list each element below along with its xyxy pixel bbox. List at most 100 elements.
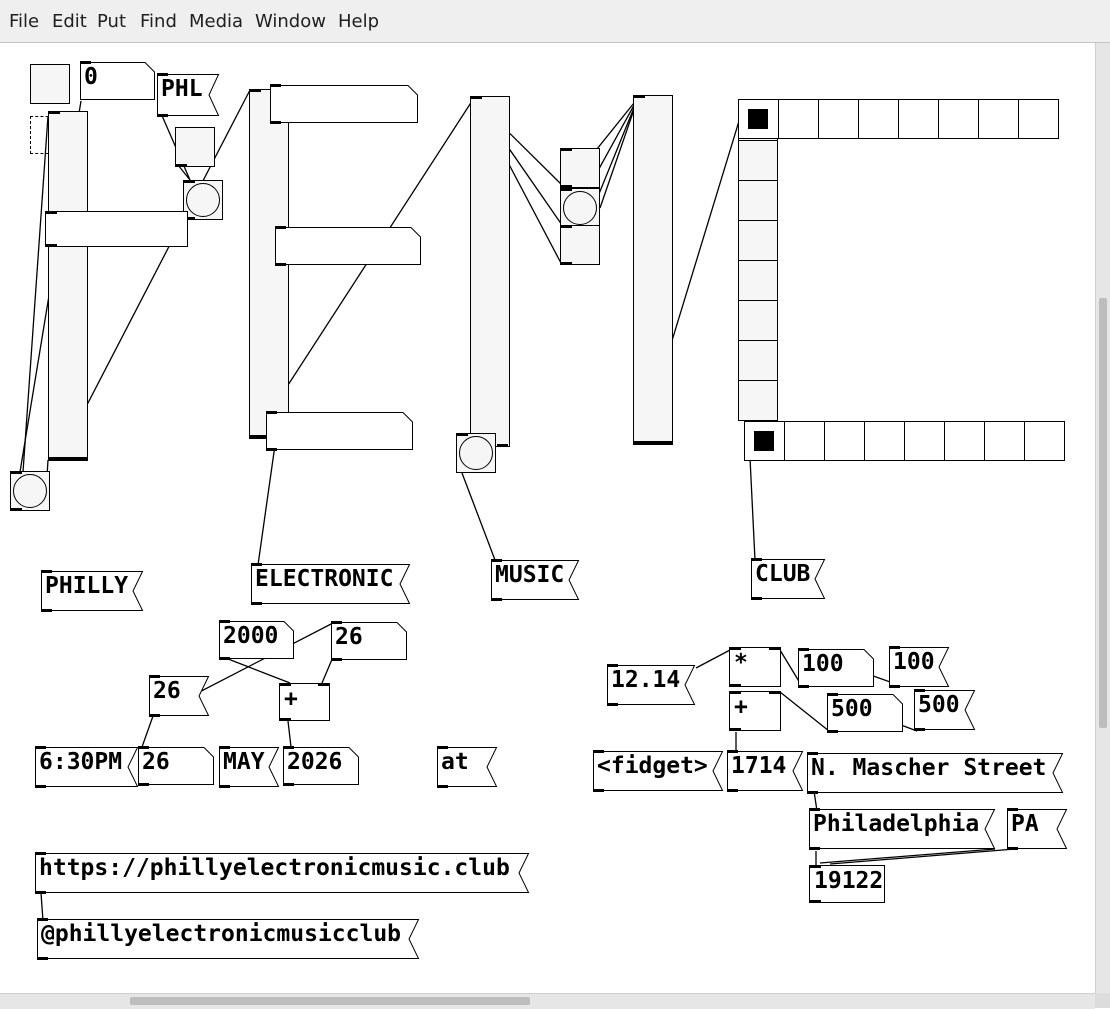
message-12-14[interactable]: 12.14	[607, 664, 696, 706]
toggle[interactable]	[560, 148, 600, 188]
radio-cell[interactable]	[738, 140, 778, 181]
menu-window[interactable]: Window	[255, 11, 326, 32]
menu-media[interactable]: Media	[189, 11, 244, 32]
message-text: https://phillyelectronicmusic.club	[39, 855, 510, 881]
vslider-m-right[interactable]	[633, 95, 673, 445]
message-text: 100	[893, 649, 935, 675]
radio-cell[interactable]	[938, 99, 979, 139]
message-state[interactable]: PA	[1007, 808, 1068, 850]
radio-cell[interactable]	[738, 380, 778, 421]
radio-cell[interactable]	[744, 421, 785, 461]
menu-file[interactable]: File	[9, 11, 40, 32]
bang[interactable]	[10, 471, 50, 511]
message-url[interactable]: https://phillyelectronicmusic.club	[35, 852, 530, 894]
radio-cell[interactable]	[1024, 421, 1065, 461]
menu-edit[interactable]: Edit	[52, 11, 87, 32]
message-handle[interactable]: @phillyelectronicmusicclub	[37, 918, 420, 960]
patch-cord	[254, 97, 475, 437]
vslider-p-stem[interactable]	[48, 111, 88, 461]
patch-cords	[19, 89, 1016, 922]
message-at[interactable]: at	[437, 746, 498, 788]
message-street[interactable]: N. Mascher Street	[807, 752, 1064, 794]
p-bowl-box[interactable]	[45, 211, 188, 247]
message-may[interactable]: MAY	[219, 746, 280, 788]
menu-help[interactable]: Help	[338, 11, 380, 32]
radio-cell[interactable]	[824, 421, 865, 461]
radio-cell[interactable]	[738, 340, 778, 381]
menubar: File Edit Put Find Media Window Help	[0, 0, 1110, 43]
radio-cell[interactable]	[778, 99, 819, 139]
object-add[interactable]: +	[729, 691, 781, 731]
patch-cord	[141, 715, 154, 748]
number-box-500-a[interactable]: 500	[827, 693, 903, 733]
message-text: CLUB	[755, 561, 811, 587]
radio-cell[interactable]	[1018, 99, 1059, 139]
patch-cord	[287, 720, 292, 748]
radio-cell[interactable]	[984, 421, 1025, 461]
radio-cell[interactable]	[738, 180, 778, 221]
radio-cell[interactable]	[738, 260, 778, 301]
radio-cell[interactable]	[738, 300, 778, 341]
message-philly[interactable]: PHILLY	[41, 570, 144, 612]
radio-cell[interactable]	[784, 421, 825, 461]
message-100-b[interactable]: 100	[889, 646, 950, 688]
radio-cell[interactable]	[864, 421, 905, 461]
toggle[interactable]	[30, 64, 70, 104]
object-zip[interactable]: 19122	[809, 865, 885, 903]
radio-cell[interactable]	[904, 421, 945, 461]
message-1714[interactable]: 1714	[727, 750, 804, 792]
message-time[interactable]: 6:30PM	[35, 746, 139, 788]
number-box-e-middle[interactable]	[275, 226, 421, 266]
number-box-100-a[interactable]: 100	[798, 648, 874, 688]
patch-cord	[321, 656, 334, 684]
patch-cord	[22, 115, 49, 473]
menu-put[interactable]: Put	[97, 11, 127, 32]
message-26[interactable]: 26	[149, 675, 210, 717]
horizontal-scroll-thumb[interactable]	[130, 997, 530, 1005]
number-box-2000[interactable]: 2000	[219, 620, 294, 660]
radio-cell[interactable]	[858, 99, 899, 139]
radio-cell[interactable]	[738, 99, 779, 139]
radio-cell[interactable]	[944, 421, 985, 461]
radio-cell[interactable]	[978, 99, 1019, 139]
message-music[interactable]: MUSIC	[491, 559, 580, 601]
object-multiply[interactable]: *	[729, 647, 781, 687]
message-phl[interactable]: PHL	[157, 73, 220, 117]
patch-cord	[779, 649, 801, 684]
vertical-scrollbar[interactable]	[1095, 43, 1110, 993]
bang[interactable]	[456, 433, 496, 473]
number-box-zero[interactable]: 0	[80, 61, 155, 100]
message-500-b[interactable]: 500	[914, 689, 976, 731]
vslider-m-left[interactable]	[470, 96, 510, 447]
message-fidget[interactable]: <fidget>	[593, 750, 724, 792]
number-value: 26	[142, 749, 170, 775]
object-plus[interactable]: +	[279, 683, 330, 721]
toggle[interactable]	[175, 127, 215, 167]
vertical-scroll-thumb[interactable]	[1099, 298, 1107, 728]
number-box-year[interactable]: 2026	[283, 746, 359, 786]
message-city[interactable]: Philadelphia	[809, 808, 996, 850]
bang[interactable]	[560, 188, 600, 228]
number-value: 500	[831, 696, 873, 722]
menu-find[interactable]: Find	[140, 11, 177, 32]
message-text: <fidget>	[597, 753, 708, 779]
message-text: 6:30PM	[39, 749, 123, 775]
radio-cell[interactable]	[738, 220, 778, 261]
horizontal-scrollbar[interactable]	[0, 993, 1095, 1009]
message-text: Philadelphia	[813, 811, 980, 837]
message-text: PA	[1011, 811, 1039, 837]
object-text: *	[734, 650, 748, 676]
patch-canvas[interactable]: 0 PHL PHILLY ELECTR	[0, 43, 1095, 993]
number-value: 26	[335, 624, 363, 650]
bang[interactable]	[183, 180, 223, 220]
number-box-26-top[interactable]: 26	[331, 621, 407, 661]
message-electronic[interactable]: ELECTRONIC	[251, 563, 411, 605]
message-text: at	[441, 749, 469, 775]
number-box-e-top[interactable]	[270, 84, 418, 124]
number-box-26-day[interactable]: 26	[138, 746, 214, 786]
message-club[interactable]: CLUB	[751, 558, 826, 600]
radio-cell[interactable]	[898, 99, 939, 139]
toggle[interactable]	[560, 225, 600, 265]
number-box-e-bottom[interactable]	[266, 411, 413, 451]
radio-cell[interactable]	[818, 99, 859, 139]
